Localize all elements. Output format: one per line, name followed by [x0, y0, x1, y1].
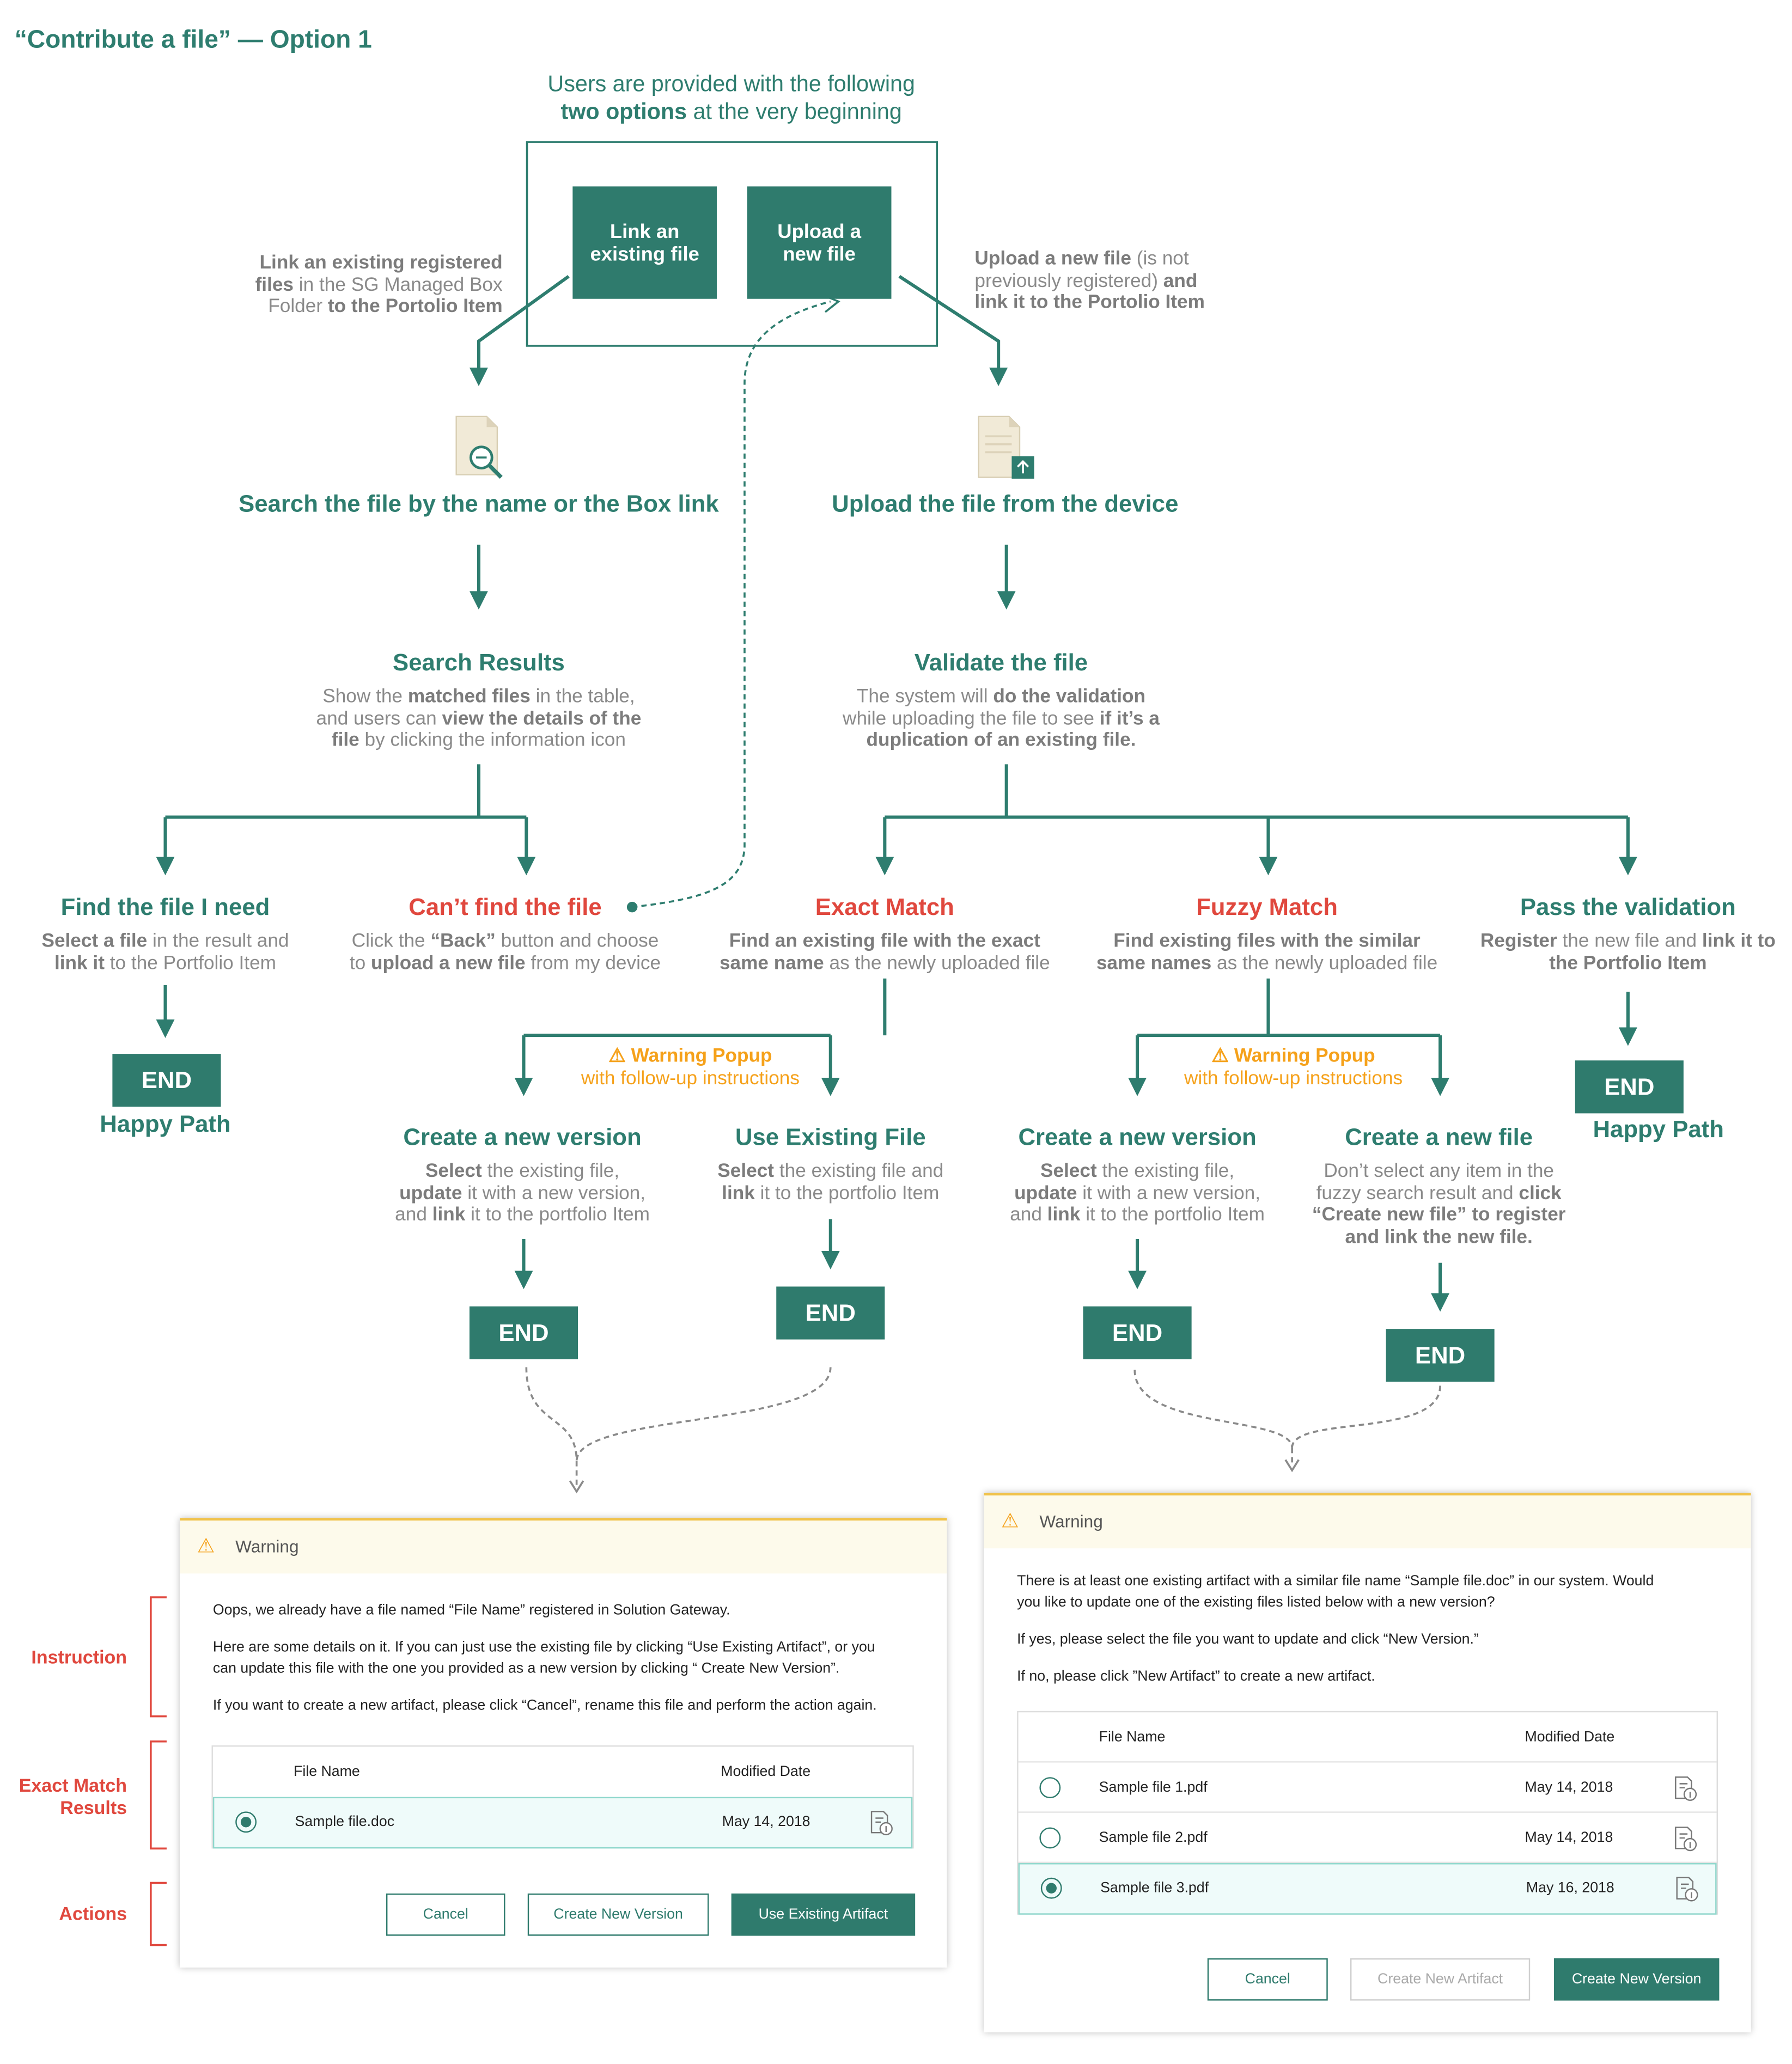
warning-popup-label: ⚠ Warning Popup with follow-up instructi…: [1184, 1046, 1403, 1090]
table-row[interactable]: Sample file 3.pdf May 16, 2018: [1018, 1863, 1717, 1915]
fuzzy-match-warning-dialog: ⚠ Warning There is at least one existing…: [984, 1493, 1751, 2032]
upload-device-title: Upload the file from the device: [832, 490, 1179, 517]
fuzzy-match-desc: Find existing files with the similar sam…: [1096, 931, 1438, 974]
create-version-desc: Select the existing file, update it with…: [395, 1161, 650, 1226]
file-info-icon[interactable]: [1673, 1876, 1699, 1903]
exact-match-title: Exact Match: [815, 894, 954, 920]
row-radio[interactable]: [235, 1811, 257, 1833]
warning-icon: ⚠: [1211, 1046, 1229, 1067]
row-radio[interactable]: [1039, 1777, 1061, 1799]
dialog-message: Oops, we already have a file named “File…: [212, 1602, 877, 1714]
table-row[interactable]: Sample file 2.pdf May 14, 2018: [1018, 1813, 1717, 1864]
cancel-button[interactable]: Cancel: [386, 1893, 505, 1936]
dialog-message: There is at least one existing artifact …: [1017, 1573, 1654, 1685]
create-new-artifact-button[interactable]: Create New Artifact: [1350, 1958, 1531, 2001]
end-node: END: [112, 1054, 221, 1107]
dialog-header: ⚠ Warning: [984, 1495, 1751, 1549]
search-file-title: Search the file by the name or the Box l…: [239, 490, 719, 517]
end-node: END: [776, 1286, 885, 1340]
end-node: END: [1386, 1329, 1495, 1382]
cant-find-title: Can’t find the file: [409, 894, 602, 920]
end-node: END: [1083, 1306, 1192, 1359]
create-new-version-button[interactable]: Create New Version: [1553, 1958, 1720, 2001]
create-version-title: Create a new version: [1018, 1123, 1257, 1151]
search-results-desc: Show the matched files in the table, and…: [316, 686, 642, 752]
file-info-icon[interactable]: [1672, 1826, 1698, 1853]
end-node: END: [469, 1306, 578, 1359]
warning-icon: ⚠: [197, 1535, 215, 1558]
table-header: File Name Modified Date: [294, 1763, 811, 1780]
cant-find-desc: Click the “Back” button and choose to up…: [349, 931, 661, 974]
pass-validation-desc: Register the new file and link it to the…: [1480, 931, 1776, 974]
cancel-button[interactable]: Cancel: [1207, 1958, 1328, 2001]
use-existing-title: Use Existing File: [735, 1123, 926, 1151]
table-header: File Name Modified Date: [1018, 1712, 1717, 1763]
row-radio[interactable]: [1039, 1827, 1061, 1849]
page-title: “Contribute a file” — Option 1: [14, 26, 372, 54]
instruction-annotation: Instruction: [31, 1646, 127, 1668]
validate-desc: The system will do the validation while …: [843, 686, 1160, 752]
row-radio[interactable]: [1040, 1877, 1062, 1899]
dialog-header: ⚠ Warning: [180, 1520, 947, 1574]
use-existing-desc: Select the existing file and link it to …: [717, 1161, 944, 1204]
search-results-title: Search Results: [393, 649, 565, 676]
create-version-title: Create a new version: [403, 1123, 642, 1151]
happy-path-label: Happy Path: [100, 1110, 231, 1138]
search-document-icon: [455, 416, 503, 479]
fuzzy-match-title: Fuzzy Match: [1196, 894, 1338, 920]
end-node: END: [1575, 1060, 1684, 1114]
warning-popup-label: ⚠ Warning Popup with follow-up instructi…: [581, 1046, 800, 1090]
warning-icon: ⚠: [1001, 1510, 1019, 1533]
create-new-file-title: Create a new file: [1345, 1123, 1533, 1151]
table-row[interactable]: Sample file 1.pdf May 14, 2018: [1018, 1763, 1717, 1813]
exact-match-desc: Find an existing file with the exact sam…: [719, 931, 1050, 974]
create-new-version-button[interactable]: Create New Version: [527, 1893, 709, 1936]
file-info-icon[interactable]: [868, 1810, 894, 1837]
exact-match-warning-dialog: ⚠ Warning Oops, we already have a file n…: [180, 1518, 947, 1968]
create-version-desc: Select the existing file, update it with…: [1010, 1161, 1265, 1226]
happy-path-label: Happy Path: [1593, 1116, 1724, 1143]
link-existing-note: Link an existing registered files in the…: [255, 252, 503, 317]
create-new-file-desc: Don’t select any item in the fuzzy searc…: [1312, 1161, 1566, 1248]
dialog-title: Warning: [1039, 1511, 1103, 1531]
pass-validation-title: Pass the validation: [1520, 894, 1736, 920]
upload-document-icon: [978, 416, 1034, 479]
intro-text: Users are provided with the following tw…: [547, 71, 915, 125]
dialog-title: Warning: [235, 1536, 299, 1556]
validate-title: Validate the file: [914, 649, 1088, 676]
actions-annotation: Actions: [59, 1902, 127, 1924]
table-row[interactable]: Sample file.doc May 14, 2018: [212, 1797, 913, 1849]
find-file-title: Find the file I need: [60, 894, 270, 920]
file-table: File Name Modified Date Sample file.doc …: [211, 1745, 914, 1849]
upload-new-note: Upload a new file (is not previously reg…: [974, 248, 1205, 314]
find-file-desc: Select a file in the result and link it …: [41, 931, 289, 974]
warning-icon: ⚠: [608, 1046, 626, 1067]
file-table: File Name Modified Date Sample file 1.pd…: [1017, 1711, 1718, 1915]
file-info-icon[interactable]: [1672, 1776, 1698, 1803]
use-existing-artifact-button[interactable]: Use Existing Artifact: [731, 1893, 916, 1936]
